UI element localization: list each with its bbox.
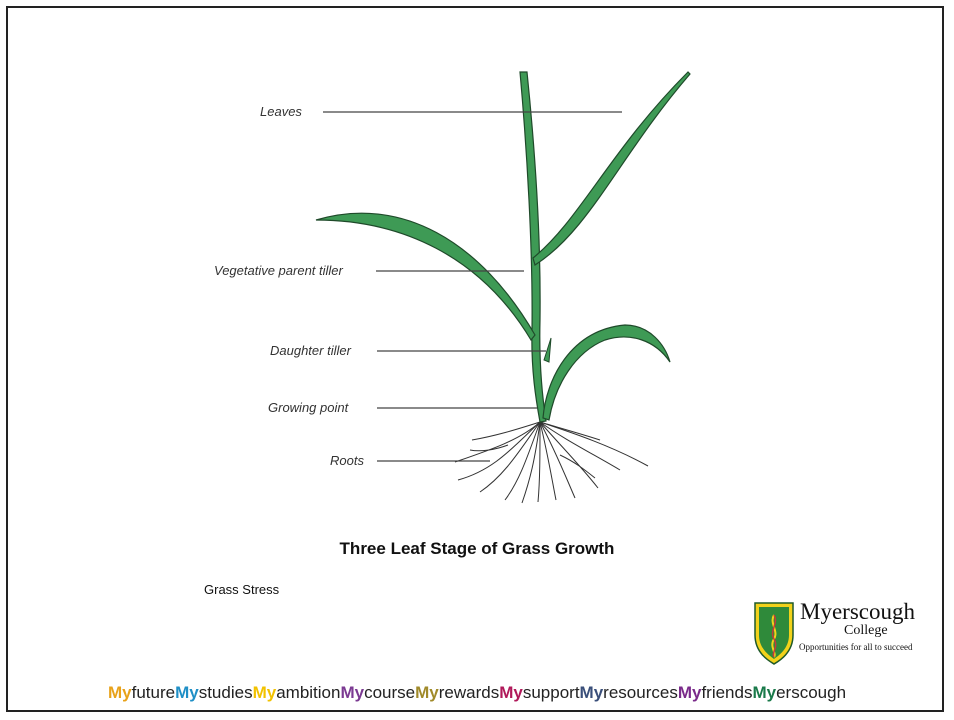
diagram-caption: Three Leaf Stage of Grass Growth — [339, 539, 615, 558]
footer-my-3: My — [340, 683, 365, 702]
logo-college: College — [844, 623, 888, 638]
parent-tiller-stem — [519, 71, 547, 423]
slide-subtitle: Grass Stress — [204, 582, 280, 597]
daughter-shoot — [543, 337, 552, 363]
label-vegetative-parent-tiller: Vegetative parent tiller — [214, 263, 343, 278]
label-daughter-tiller: Daughter tiller — [270, 343, 351, 358]
footer-my-6: My — [579, 683, 604, 702]
footer-my-4: My — [415, 683, 439, 702]
leader-lines — [323, 111, 622, 462]
footer-my-2: My — [252, 683, 277, 702]
footer-word-ambition: ambition — [276, 683, 341, 702]
footer-word-course: course — [364, 683, 416, 702]
footer-my-5: My — [499, 683, 523, 702]
footer-word-future: future — [131, 683, 176, 702]
myerscough-logo: Myerscough College Opportunities for all… — [751, 597, 941, 667]
footer-word-erscough: erscough — [776, 683, 847, 702]
label-leaves: Leaves — [260, 104, 302, 119]
footer-word-friends: friends — [701, 683, 753, 702]
footer-word-support: support — [522, 683, 580, 702]
footer-tagline: MyfutureMystudiesMyambitionMycourseMyrew… — [0, 683, 954, 703]
footer-my-8: My — [752, 683, 777, 702]
right-leaf — [532, 71, 691, 266]
logo-name: Myerscough — [800, 599, 915, 624]
footer-my-7: My — [677, 683, 702, 702]
footer-word-resources: resources — [603, 683, 678, 702]
footer-my-1: My — [175, 683, 199, 702]
daughter-tiller-leaf — [542, 324, 671, 421]
footer-my-0: My — [107, 683, 132, 702]
footer-word-studies: studies — [198, 683, 253, 702]
roots-illustration — [454, 421, 649, 504]
logo-tagline: Opportunities for all to succeed — [799, 642, 913, 652]
label-growing-point: Growing point — [268, 400, 349, 415]
left-leaf — [315, 212, 536, 342]
label-roots: Roots — [330, 453, 364, 468]
footer-word-rewards: rewards — [438, 683, 500, 702]
college-crest-icon — [754, 602, 794, 665]
slide-frame — [6, 6, 944, 712]
